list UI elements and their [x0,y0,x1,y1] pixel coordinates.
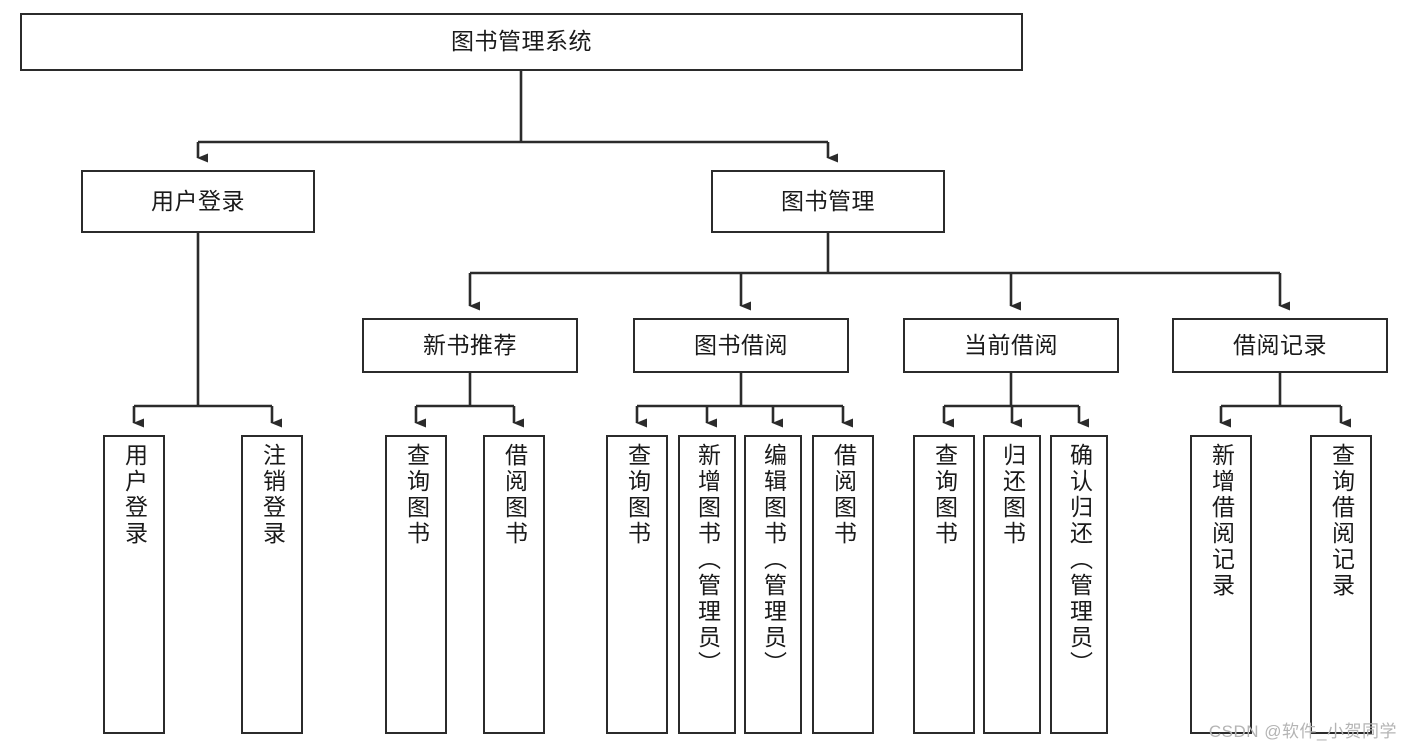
node-leaf-confirm-return[interactable]: 确认归还（管理员） [1050,435,1108,734]
node-leaf-add-book[interactable]: 新增图书（管理员） [678,435,736,734]
node-label: 编辑图书（管理员） [760,443,787,677]
node-label: 图书管理系统 [451,28,592,55]
node-current-borrow[interactable]: 当前借阅 [903,318,1119,373]
node-new-book-recommend[interactable]: 新书推荐 [362,318,578,373]
node-label: 图书管理 [781,187,875,214]
node-leaf-borrow-book-2[interactable]: 借阅图书 [812,435,874,734]
node-leaf-edit-book[interactable]: 编辑图书（管理员） [744,435,802,734]
node-label: 新增借阅记录 [1208,443,1235,599]
node-leaf-query-book-2[interactable]: 查询图书 [606,435,668,734]
node-leaf-add-record[interactable]: 新增借阅记录 [1190,435,1252,734]
node-leaf-return-book[interactable]: 归还图书 [983,435,1041,734]
node-label: 借阅图书 [501,443,528,547]
node-borrow-record[interactable]: 借阅记录 [1172,318,1388,373]
node-label: 用户登录 [151,187,245,214]
node-label: 当前借阅 [964,331,1058,358]
node-label: 借阅记录 [1233,331,1327,358]
node-leaf-query-record[interactable]: 查询借阅记录 [1310,435,1372,734]
node-label: 查询图书 [403,443,430,547]
node-book-borrow[interactable]: 图书借阅 [633,318,849,373]
node-label: 新书推荐 [423,331,517,358]
node-label: 查询图书 [931,443,958,547]
node-leaf-borrow-book-1[interactable]: 借阅图书 [483,435,545,734]
node-label: 新增图书（管理员） [694,443,721,677]
node-label: 查询借阅记录 [1328,443,1355,599]
node-leaf-query-book-1[interactable]: 查询图书 [385,435,447,734]
node-label: 确认归还（管理员） [1066,443,1093,677]
node-label: 借阅图书 [830,443,857,547]
node-leaf-logout[interactable]: 注销登录 [241,435,303,734]
node-leaf-query-book-3[interactable]: 查询图书 [913,435,975,734]
node-leaf-user-login[interactable]: 用户登录 [103,435,165,734]
node-label: 注销登录 [259,443,286,547]
node-root[interactable]: 图书管理系统 [20,13,1023,71]
node-label: 归还图书 [999,443,1026,547]
edge-group [132,71,1351,428]
node-book-manage[interactable]: 图书管理 [711,170,945,233]
node-label: 查询图书 [624,443,651,547]
node-label: 用户登录 [121,443,148,547]
node-label: 图书借阅 [694,331,788,358]
node-user-login[interactable]: 用户登录 [81,170,315,233]
